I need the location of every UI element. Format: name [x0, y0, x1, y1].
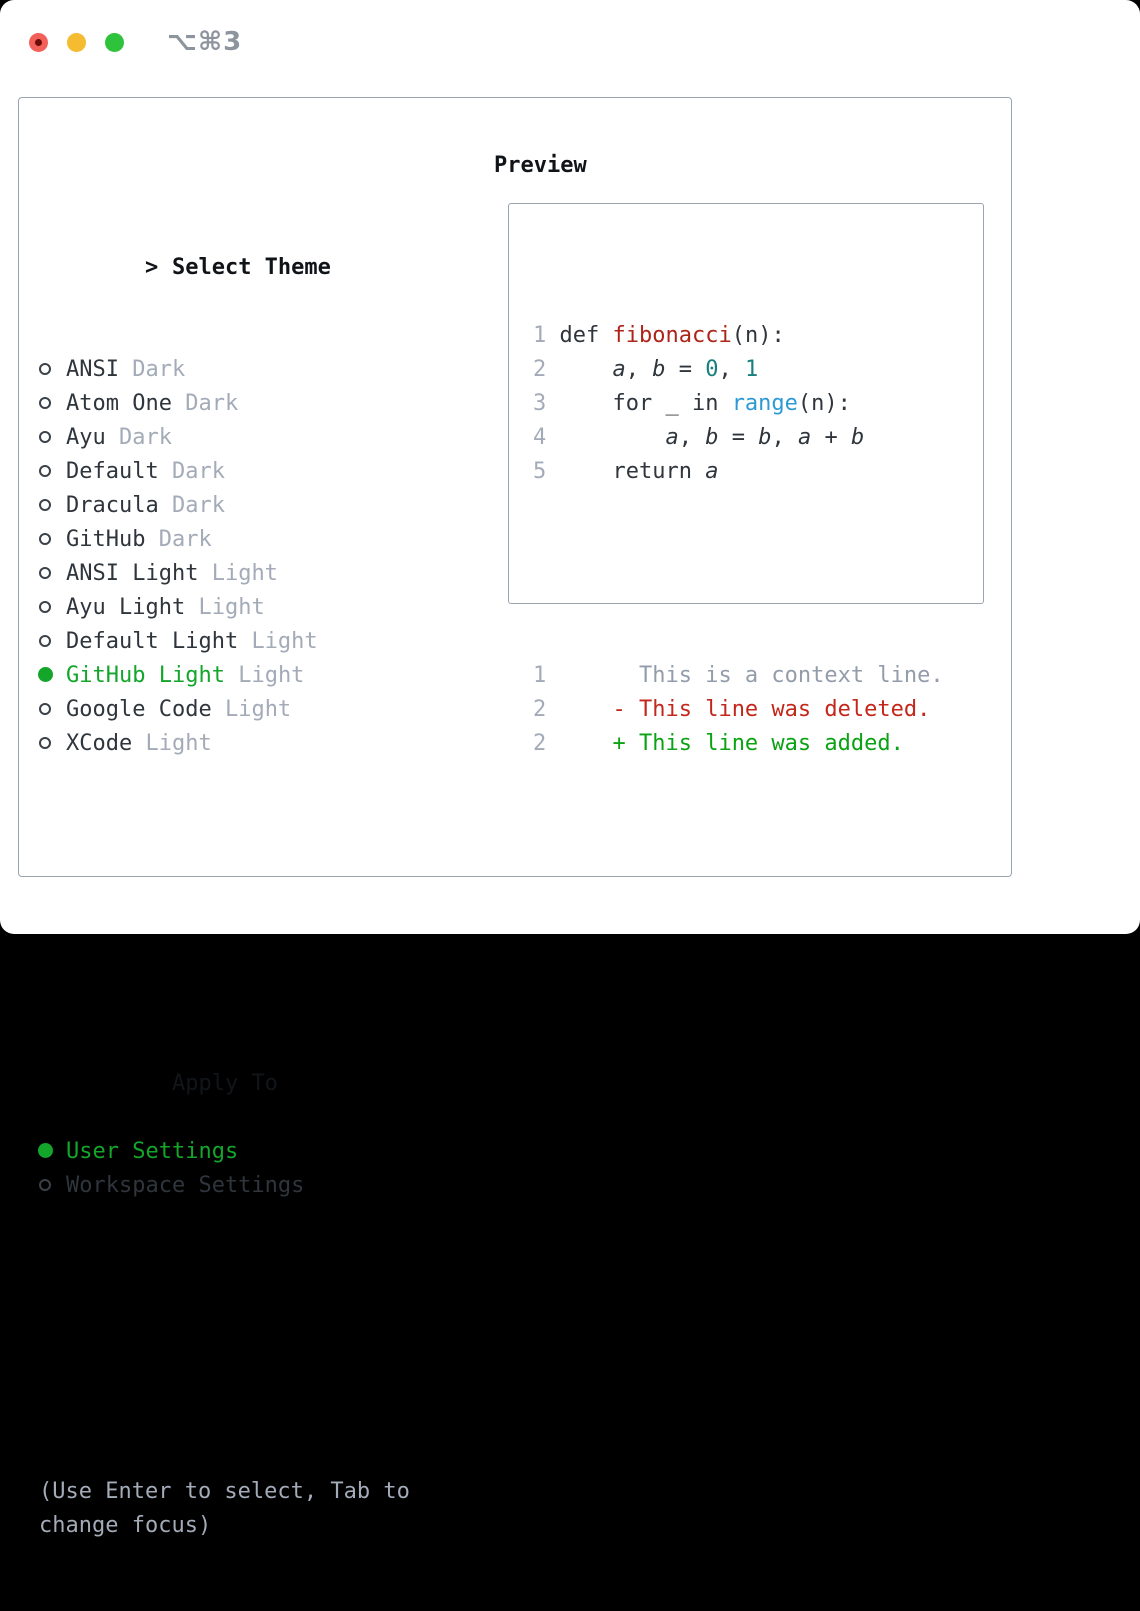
- window-title: ⌥⌘3: [167, 27, 242, 57]
- theme-variant-tag: Light: [225, 697, 291, 722]
- hint-text: (Use Enter to select, Tab to change focu…: [39, 1475, 439, 1543]
- radio-unselected-icon: [39, 737, 51, 749]
- radio-unselected-icon: [39, 499, 51, 511]
- option-label: ANSI: [66, 357, 119, 382]
- theme-list-item[interactable]: ANSI Light Light: [39, 557, 439, 591]
- option-label: Google Code: [66, 697, 212, 722]
- theme-list-item[interactable]: GitHub Light Light: [39, 659, 439, 693]
- radio-unselected-icon: [39, 635, 51, 647]
- close-dot-icon: [35, 39, 42, 46]
- selection-cursor-icon: >: [145, 251, 172, 285]
- option-label: Dracula: [66, 493, 159, 518]
- option-label: ANSI Light: [66, 561, 198, 586]
- select-theme-header: >Select Theme: [39, 217, 439, 251]
- apply-to-option[interactable]: User Settings: [39, 1135, 439, 1169]
- theme-list-item[interactable]: Ayu Dark: [39, 421, 439, 455]
- theme-variant-tag: Dark: [159, 527, 212, 552]
- theme-variant-tag: Light: [145, 731, 211, 756]
- apply-to-header: Apply To: [39, 1033, 439, 1067]
- radio-unselected-icon: [39, 567, 51, 579]
- zoom-button[interactable]: [105, 33, 124, 52]
- option-label: Ayu: [66, 425, 106, 450]
- theme-variant-tag: Light: [198, 595, 264, 620]
- theme-list-item[interactable]: Atom One Dark: [39, 387, 439, 421]
- theme-list-item[interactable]: ANSI Dark: [39, 353, 439, 387]
- theme-list-item[interactable]: Default Light Light: [39, 625, 439, 659]
- apply-to-option[interactable]: Workspace Settings: [39, 1169, 439, 1203]
- theme-variant-tag: Light: [212, 561, 278, 586]
- preview-header: Preview: [494, 149, 587, 183]
- option-label: Workspace Settings: [66, 1173, 304, 1198]
- theme-list-item[interactable]: Default Dark: [39, 455, 439, 489]
- option-label: Atom One: [66, 391, 172, 416]
- theme-variant-tag: Dark: [172, 459, 225, 484]
- option-label: Ayu Light: [66, 595, 185, 620]
- code-line: 4 a, b = b, a + b: [533, 421, 944, 455]
- code-line: 2 a, b = 0, 1: [533, 353, 944, 387]
- apply-to-title: Apply To: [172, 1071, 278, 1096]
- theme-list-item[interactable]: GitHub Dark: [39, 523, 439, 557]
- radio-selected-icon: [38, 667, 53, 682]
- diff-block: 1 This is a context line.2 - This line w…: [533, 659, 944, 761]
- diff-line: 1 This is a context line.: [533, 659, 944, 693]
- theme-variant-tag: Dark: [119, 425, 172, 450]
- theme-list-item[interactable]: Google Code Light: [39, 693, 439, 727]
- radio-unselected-icon: [39, 601, 51, 613]
- radio-unselected-icon: [39, 1179, 51, 1191]
- code-line: 1 def fibonacci(n):: [533, 319, 944, 353]
- select-theme-title: Select Theme: [172, 255, 331, 280]
- blank-line: [533, 557, 944, 591]
- minimize-button[interactable]: [67, 33, 86, 52]
- theme-variant-tag: Light: [251, 629, 317, 654]
- option-label: GitHub Light: [66, 663, 225, 688]
- window-titlebar: ⌥⌘3: [29, 27, 242, 57]
- option-label: GitHub: [66, 527, 145, 552]
- diff-line: 2 - This line was deleted.: [533, 693, 944, 727]
- option-label: Default: [66, 459, 159, 484]
- theme-list-item[interactable]: Ayu Light Light: [39, 591, 439, 625]
- option-label: User Settings: [66, 1139, 238, 1164]
- option-label: XCode: [66, 731, 132, 756]
- radio-unselected-icon: [39, 363, 51, 375]
- diff-line: 2 + This line was added.: [533, 727, 944, 761]
- theme-variant-tag: Dark: [185, 391, 238, 416]
- theme-list-item[interactable]: XCode Light: [39, 727, 439, 761]
- radio-unselected-icon: [39, 397, 51, 409]
- radio-unselected-icon: [39, 533, 51, 545]
- code-line: 5 return a: [533, 455, 944, 489]
- option-label: Default Light: [66, 629, 238, 654]
- radio-unselected-icon: [39, 431, 51, 443]
- close-button[interactable]: [29, 33, 48, 52]
- radio-unselected-icon: [39, 703, 51, 715]
- theme-variant-tag: Dark: [172, 493, 225, 518]
- radio-selected-icon: [38, 1143, 53, 1158]
- theme-variant-tag: Light: [238, 663, 304, 688]
- theme-variant-tag: Dark: [132, 357, 185, 382]
- radio-unselected-icon: [39, 465, 51, 477]
- code-line: 3 for _ in range(n):: [533, 387, 944, 421]
- theme-list-item[interactable]: Dracula Dark: [39, 489, 439, 523]
